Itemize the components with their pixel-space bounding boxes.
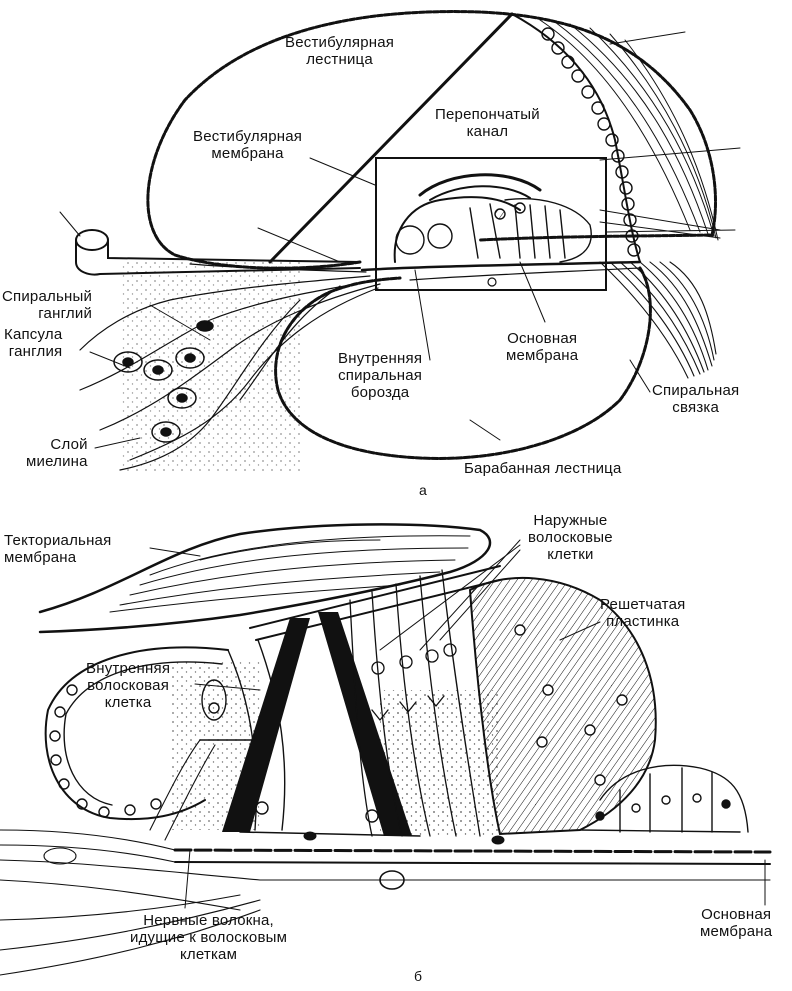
label-line: миелина	[26, 453, 88, 470]
label-line: мембрана	[700, 923, 773, 940]
label-inner-hair-cell: Внутренняя волосковая клетка	[86, 660, 170, 711]
label-reticular-lamina: Решетчатая пластинка	[600, 596, 685, 630]
label-ganglion-capsule: Капсула ганглия	[4, 326, 62, 360]
basilar-membrane-large	[173, 848, 772, 854]
scala-vestibuli-wall	[146, 10, 717, 270]
label-outer-hair-cells: Наружные волосковые клетки	[528, 512, 613, 563]
panel-a-drawing	[59, 10, 741, 471]
label-line: идущие к волосковым	[130, 929, 288, 946]
stipple-a	[120, 262, 300, 472]
tectorial-membrane	[38, 523, 492, 634]
label-basilar-membrane-a: Основная мембрана	[506, 330, 578, 364]
label-line: клетка	[104, 694, 152, 711]
label-line: Перепончатый	[435, 106, 540, 123]
nerve-fibers-b	[0, 739, 771, 976]
label-line: Слой	[50, 436, 88, 453]
leader-lines-b	[149, 539, 766, 909]
label-line: ганглия	[8, 343, 63, 360]
inset-box	[375, 157, 607, 291]
panel-b-drawing	[0, 523, 772, 976]
label-line: лестница	[306, 51, 373, 68]
stria-cells	[541, 27, 641, 257]
leader-lines-a	[59, 31, 741, 449]
label-line: Барабанная лестница	[464, 460, 622, 477]
label-cochlear-duct: Перепончатый канал	[435, 106, 540, 140]
label-line: Текториальная	[4, 532, 112, 549]
label-scala-tympani: Барабанная лестница	[464, 460, 622, 477]
inner-sulcus-cells	[44, 646, 229, 821]
label-line: спиральная	[338, 367, 423, 384]
label-line: Внутренняя	[86, 660, 171, 677]
label-line: Спиральный	[2, 288, 93, 305]
basilar-membrane-small	[360, 260, 642, 272]
label-line: борозда	[350, 384, 410, 401]
label-line: Нервные волокна,	[143, 912, 274, 929]
label-line: ганглий	[38, 305, 93, 322]
tectorial-fibers	[109, 535, 471, 613]
panel-label-b: б	[414, 968, 423, 984]
label-vestibular-membrane: Вестибулярная мембрана	[193, 128, 302, 162]
label-line: Вестибулярная	[285, 34, 395, 51]
label-myelin-layer: Слой миелина	[26, 436, 88, 470]
label-line: Решетчатая	[600, 596, 686, 613]
label-line: Основная	[507, 330, 578, 347]
inner-pillar	[222, 618, 310, 832]
outer-cells-stipple	[380, 690, 500, 836]
label-tectorial-membrane: Текториальная мембрана	[4, 532, 111, 566]
label-line: Основная	[701, 906, 772, 923]
scala-tympani-wall	[274, 266, 652, 460]
label-line: волосковая	[87, 677, 170, 694]
label-line: мембрана	[211, 145, 284, 162]
label-line: пластинка	[606, 613, 680, 630]
stria-strands	[539, 19, 721, 241]
label-line: мембрана	[4, 549, 77, 566]
label-line: Вестибулярная	[193, 128, 303, 145]
hensen-cells	[468, 576, 657, 836]
label-line: клеткам	[179, 946, 238, 963]
label-line: Внутренняя	[338, 350, 423, 367]
label-inner-spiral-sulcus: Внутренняя спиральная борозда	[338, 350, 422, 401]
label-line: Спиральная	[652, 382, 740, 399]
label-basilar-membrane-b: Основная мембрана	[700, 906, 772, 940]
panel-label-a: а	[419, 482, 427, 498]
claudius-cells	[579, 764, 749, 833]
organ-of-corti-small	[393, 173, 592, 263]
label-line: волосковые	[528, 529, 613, 546]
label-spiral-ganglion: Спиральный ганглий	[2, 288, 92, 322]
hensen-cell-nuclei	[514, 624, 628, 786]
label-line: связка	[672, 399, 720, 416]
label-scala-vestibuli: Вестибулярная лестница	[285, 34, 394, 68]
vestibular-membrane	[268, 12, 514, 264]
label-line: канал	[466, 123, 509, 140]
label-line: мембрана	[506, 347, 579, 364]
nerve-tube	[75, 229, 361, 276]
label-line: Наружные	[533, 512, 608, 529]
label-line: клетки	[547, 546, 594, 563]
spiral-ligament	[599, 261, 717, 379]
label-nerve-fibers: Нервные волокна, идущие к волосковым кле…	[130, 912, 287, 963]
label-spiral-ligament: Спиральная связка	[652, 382, 739, 416]
label-line: Капсула	[4, 326, 63, 343]
